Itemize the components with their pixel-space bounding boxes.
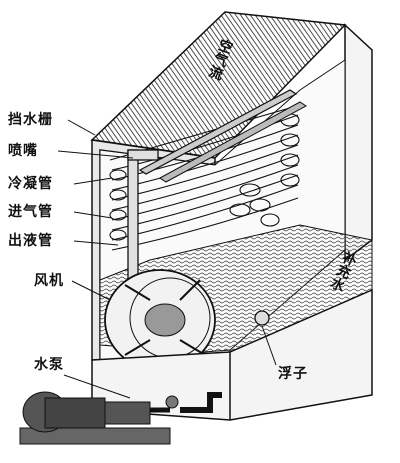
label-condenser-tube: 冷凝管 bbox=[8, 176, 53, 192]
water-pump bbox=[19, 391, 222, 445]
label-float: 浮子 bbox=[278, 366, 308, 382]
label-fan: 风机 bbox=[34, 273, 64, 289]
label-inlet-pipe: 进气管 bbox=[8, 204, 53, 220]
label-nozzle: 喷嘴 bbox=[8, 143, 38, 159]
spray-header bbox=[138, 89, 307, 183]
fan bbox=[104, 269, 216, 371]
label-pump: 水泵 bbox=[34, 357, 64, 373]
label-baffle: 挡水栅 bbox=[8, 112, 53, 128]
casing-right-panel bbox=[344, 23, 373, 262]
leader-lines bbox=[57, 119, 277, 399]
label-outlet-pipe: 出液管 bbox=[8, 233, 53, 249]
float bbox=[254, 310, 270, 326]
